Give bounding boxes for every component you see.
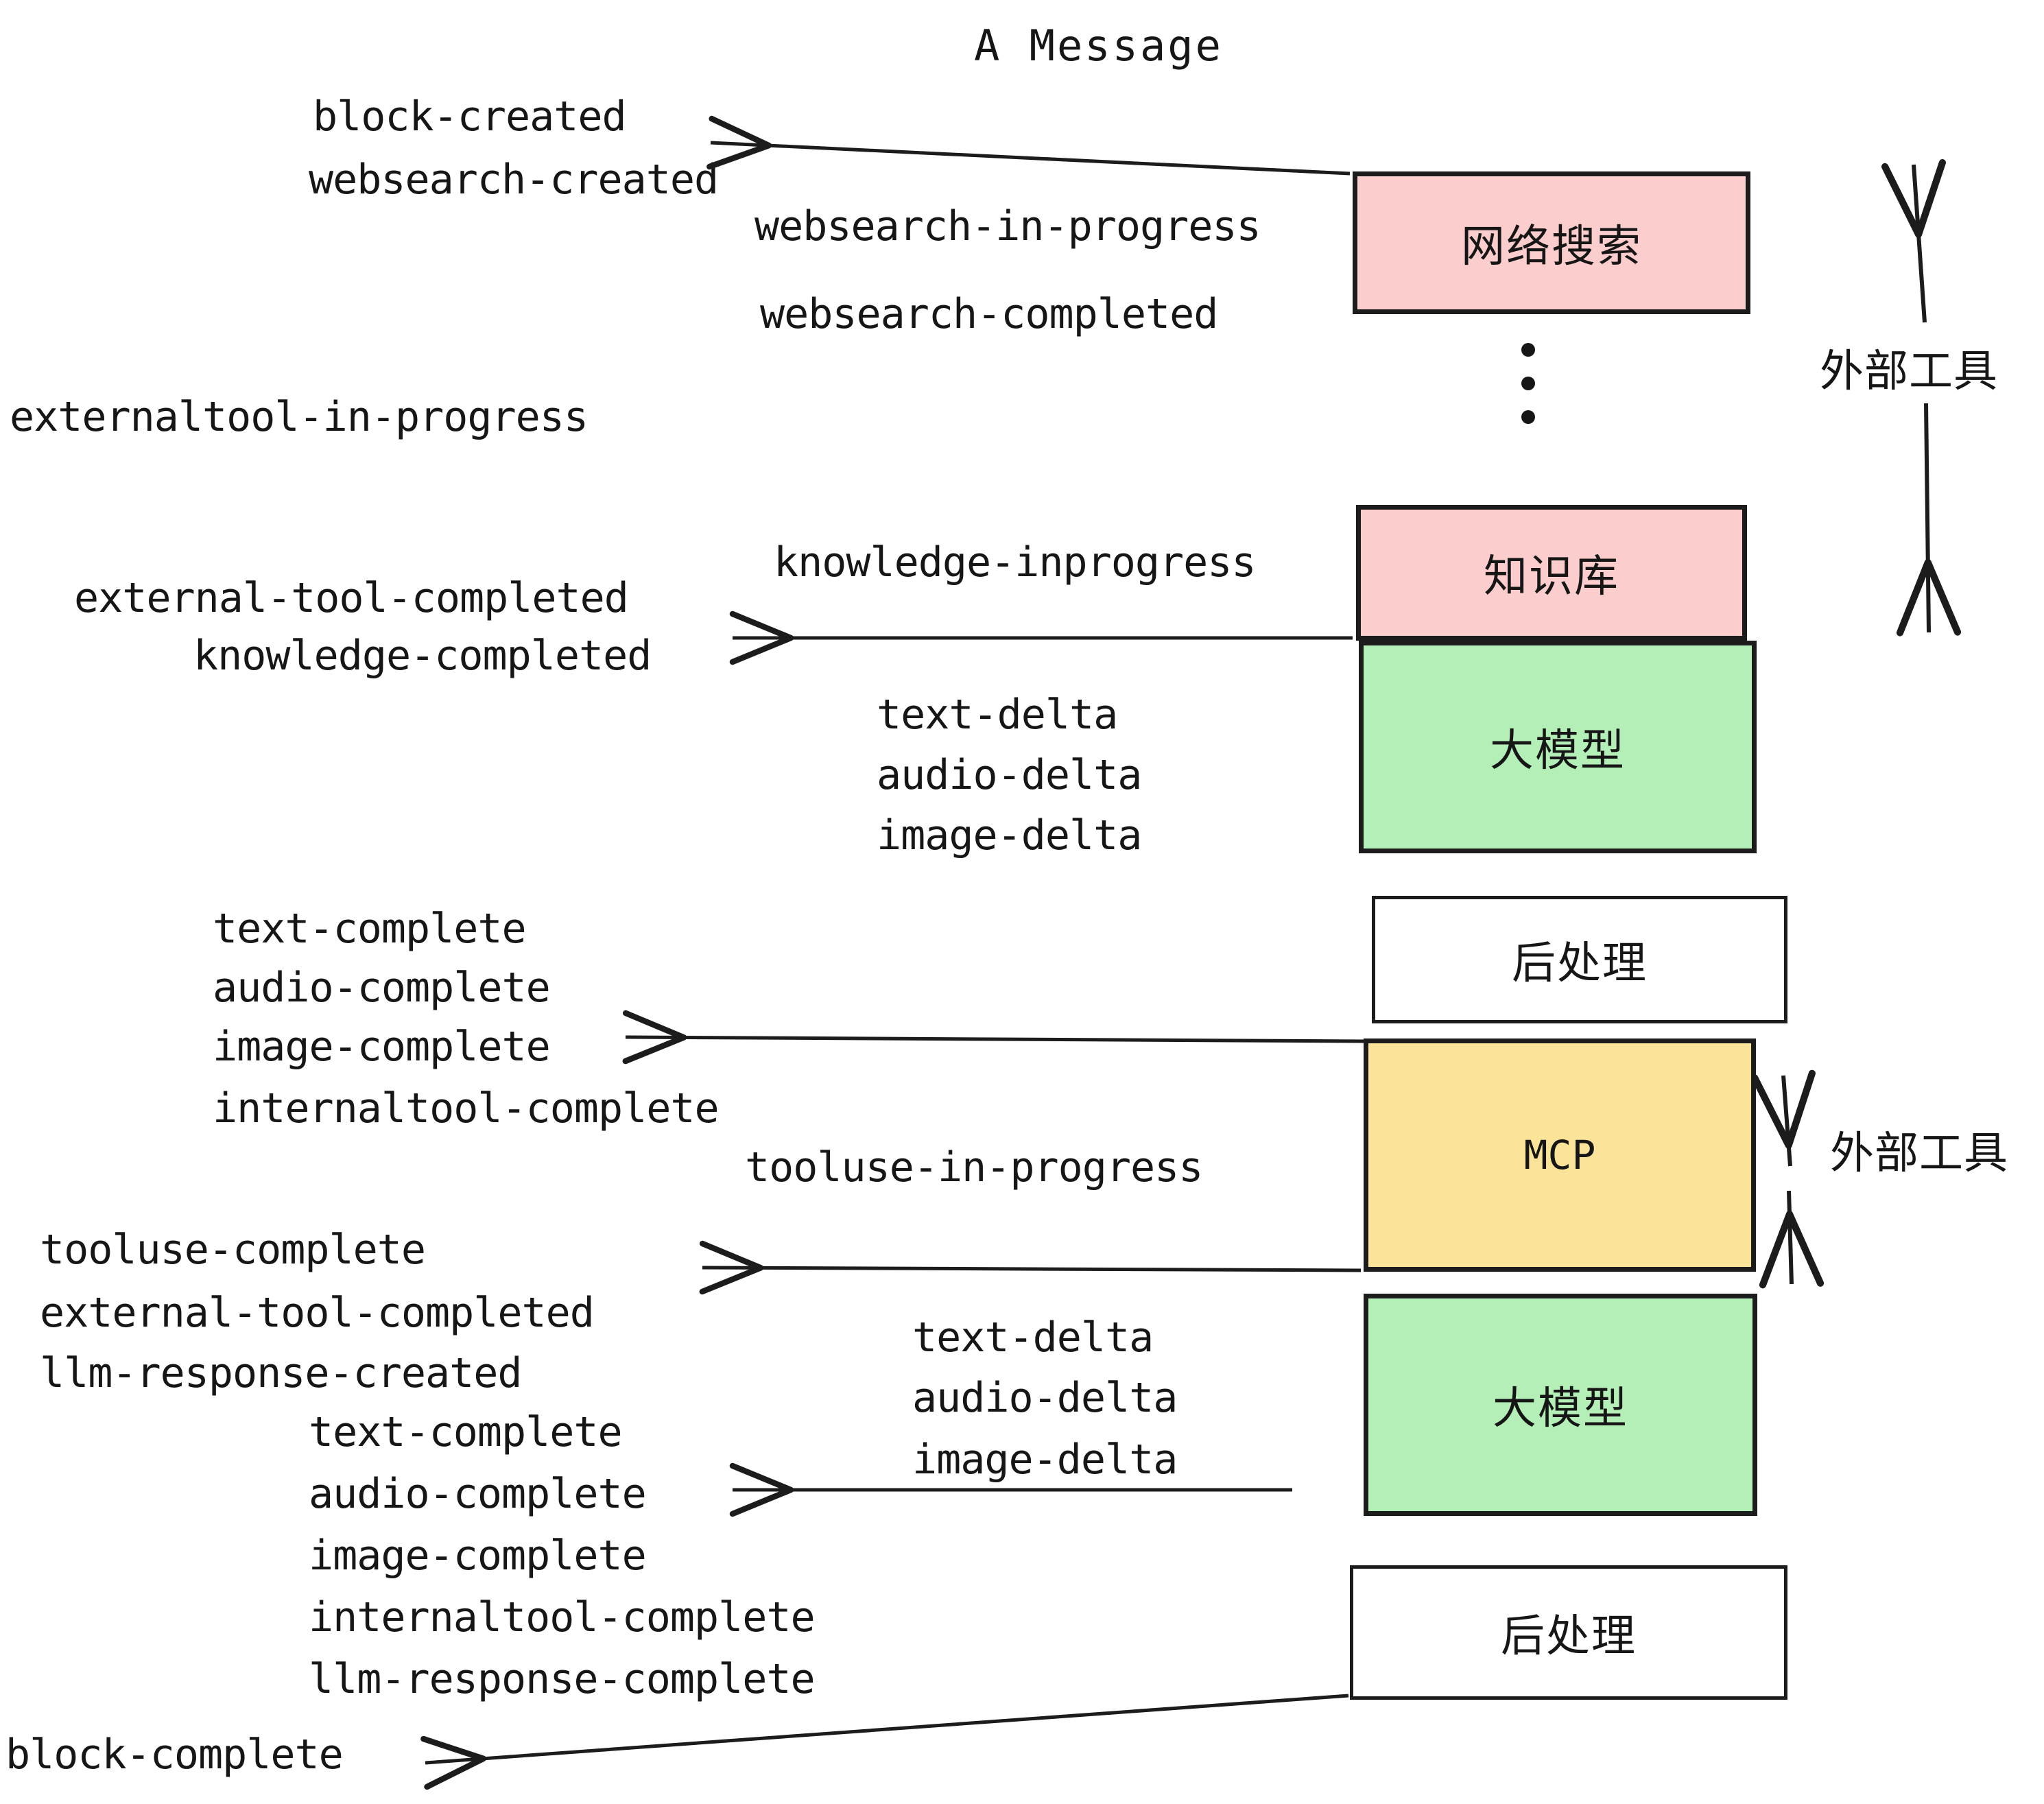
arrow-mcp-to-tooluse-complete	[699, 1240, 1362, 1295]
node-label-mcp: MCP	[1523, 1132, 1596, 1178]
event-label-text-delta-1: text-delta	[877, 691, 1118, 739]
event-label-llm-response-complete: llm-response-complete	[309, 1655, 816, 1703]
ellipsis-dot	[1521, 343, 1535, 357]
event-label-knowledge-completed: knowledge-completed	[193, 632, 652, 680]
event-label-block-created: block-created	[313, 93, 627, 141]
event-label-internaltool-complete-2: internaltool-complete	[309, 1593, 816, 1641]
node-box-llm-2[interactable]: 大模型	[1364, 1294, 1757, 1516]
vertical-ellipsis-icon	[1521, 343, 1535, 424]
node-label-postprocess-2: 后处理	[1501, 1611, 1637, 1662]
event-label-websearch-created: websearch-created	[309, 156, 719, 204]
arrow-external-tool-bottom-down	[1759, 1190, 1825, 1289]
event-label-websearch-in-progress: websearch-in-progress	[754, 202, 1261, 250]
arrow-external-tool-bottom-up	[1751, 1069, 1816, 1167]
event-label-internaltool-complete-1: internaltool-complete	[213, 1084, 720, 1132]
node-label-llm-1: 大模型	[1490, 726, 1626, 776]
event-label-audio-complete-2: audio-complete	[309, 1470, 647, 1518]
arrow-websearch-to-block-created	[706, 115, 1351, 176]
arrow-external-tool-top-down	[1896, 403, 1962, 637]
node-box-postprocess-1[interactable]: 后处理	[1372, 896, 1787, 1023]
node-label-knowledge: 知识库	[1484, 551, 1619, 602]
event-label-llm-response-created: llm-response-created	[40, 1349, 522, 1397]
side-label-external-tool-bottom: 外部工具	[1830, 1128, 2008, 1179]
event-label-externaltool-in-progress: externaltool-in-progress	[10, 393, 589, 441]
event-label-text-complete-2: text-complete	[309, 1408, 623, 1456]
ellipsis-dot	[1521, 377, 1535, 390]
node-label-postprocess-1: 后处理	[1512, 938, 1648, 989]
event-label-text-delta-2: text-delta	[912, 1314, 1154, 1362]
side-label-external-tool-top: 外部工具	[1820, 346, 1998, 397]
event-label-knowledge-inprogress: knowledge-inprogress	[774, 538, 1256, 586]
event-label-block-complete: block-complete	[5, 1731, 344, 1779]
arrow-postprocess-to-image-complete	[622, 1010, 1364, 1065]
node-label-websearch: 网络搜索	[1461, 222, 1642, 272]
node-box-llm-1[interactable]: 大模型	[1359, 641, 1757, 853]
event-label-audio-delta-1: audio-delta	[877, 751, 1142, 799]
event-label-audio-delta-2: audio-delta	[912, 1374, 1178, 1422]
ellipsis-dot	[1521, 410, 1535, 424]
event-label-text-complete-1: text-complete	[213, 905, 527, 953]
node-box-mcp[interactable]: MCP	[1364, 1039, 1756, 1272]
node-box-websearch[interactable]: 网络搜索	[1353, 171, 1750, 314]
page-title: A Message	[974, 21, 1223, 71]
event-label-websearch-completed: websearch-completed	[760, 290, 1218, 338]
event-label-audio-complete-1: audio-complete	[213, 964, 551, 1012]
event-label-image-complete-2: image-complete	[309, 1532, 647, 1580]
event-label-image-delta-1: image-delta	[877, 811, 1142, 859]
node-label-llm-2: 大模型	[1493, 1384, 1628, 1434]
event-label-external-tool-completed-2: external-tool-completed	[40, 1289, 595, 1337]
event-label-image-complete-1: image-complete	[213, 1023, 551, 1071]
node-box-postprocess-2[interactable]: 后处理	[1350, 1565, 1787, 1700]
event-label-external-tool-completed-1: external-tool-completed	[74, 574, 629, 622]
node-box-knowledge[interactable]: 知识库	[1356, 505, 1747, 641]
event-label-tooluse-in-progress: tooluse-in-progress	[745, 1143, 1203, 1191]
arrow-external-tool-top-up	[1881, 158, 1946, 323]
arrow-postprocess-to-block-complete	[420, 1694, 1349, 1790]
event-label-image-delta-2: image-delta	[912, 1436, 1178, 1484]
event-label-tooluse-complete: tooluse-complete	[40, 1226, 426, 1274]
